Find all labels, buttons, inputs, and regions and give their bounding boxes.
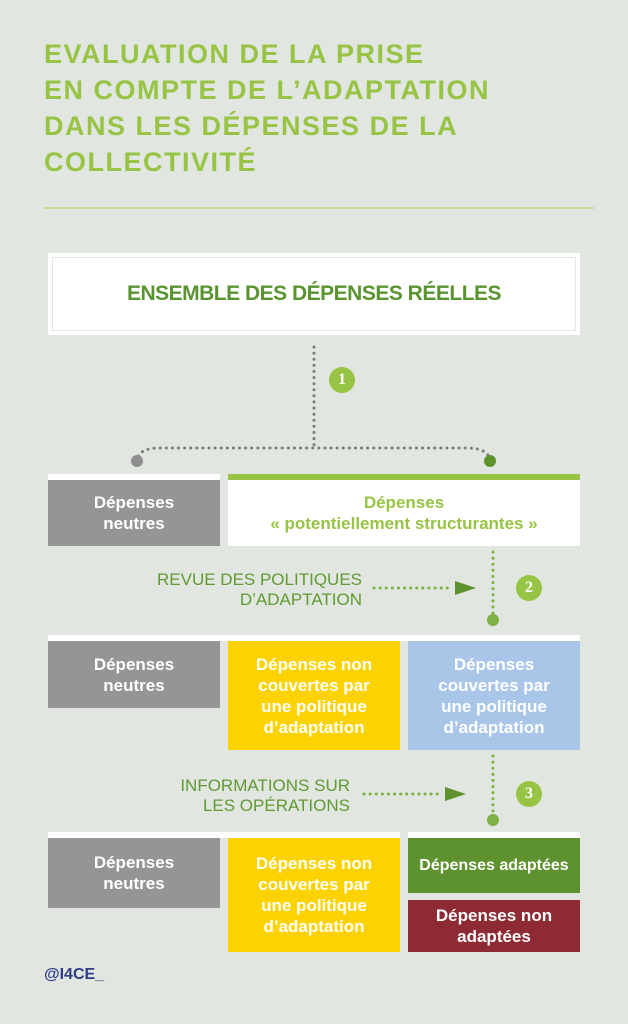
- box-text: Dépenses: [453, 654, 535, 674]
- arrow-head-2: [455, 581, 476, 595]
- box-text: neutres: [103, 675, 165, 695]
- title-line: EVALUATION DE LA PRISE: [44, 39, 425, 69]
- step-number-2: 2: [516, 575, 542, 601]
- box-text: Dépenses non: [255, 854, 373, 873]
- row1-structuring-bar: [228, 474, 580, 480]
- box-text: Dépenses: [363, 493, 445, 512]
- twitter-handle: @I4CE_: [44, 966, 105, 983]
- box-text: d’adaptation: [443, 717, 545, 737]
- row3-not-adapted-expenses: Dépenses non adaptées: [408, 900, 580, 952]
- row1-structuring-expenses: Dépenses « potentiellement structurantes…: [228, 480, 580, 546]
- box-text: couvertes par: [258, 675, 370, 695]
- row1-neutral-expenses: Dépenses neutres: [48, 480, 220, 546]
- box-text: Dépenses: [93, 853, 175, 872]
- box-text: Dépenses non: [435, 906, 553, 925]
- connector-branch: [135, 446, 492, 470]
- row3-not-covered-expenses: Dépenses non couvertes par une politique…: [228, 838, 400, 952]
- box-text: une politique: [261, 896, 367, 915]
- box-text: une politique: [261, 696, 367, 716]
- box-text: Dépenses: [93, 493, 175, 512]
- row2-strip: [48, 635, 580, 641]
- box-text: Dépenses adaptées: [419, 857, 569, 874]
- box-text: d’adaptation: [263, 717, 365, 737]
- row3-neutral-expenses: Dépenses neutres: [48, 838, 220, 908]
- step-number-3: 3: [516, 781, 542, 807]
- box-text: adaptées: [457, 927, 531, 946]
- step-label-line: INFORMATIONS SUR: [180, 776, 350, 795]
- step-dot-3: [487, 814, 499, 826]
- infographic-title: EVALUATION DE LA PRISE EN COMPTE DE L’AD…: [44, 36, 604, 180]
- step-label-line: LES OPÉRATIONS: [202, 796, 350, 815]
- branch-dot-structuring: [484, 455, 496, 467]
- row2-neutral-expenses: Dépenses neutres: [48, 641, 220, 708]
- row3-strip-left: [48, 832, 400, 838]
- row2-covered-expenses: Dépenses couvertes par une politique d’a…: [408, 641, 580, 750]
- box-text: couvertes par: [258, 875, 370, 894]
- total-expenses-label: ENSEMBLE DES DÉPENSES RÉELLES: [52, 257, 576, 331]
- row3-adapted-expenses: Dépenses adaptées: [408, 838, 580, 893]
- title-divider: [44, 207, 594, 209]
- title-line: EN COMPTE DE L’ADAPTATION: [44, 75, 491, 105]
- title-line: COLLECTIVITÉ: [44, 147, 257, 177]
- box-text: neutres: [103, 874, 165, 893]
- box-text: « potentiellement structurantes »: [270, 514, 538, 533]
- row1-neutral-strip: [48, 474, 220, 480]
- step-dot-2: [487, 614, 499, 626]
- box-text: neutres: [103, 514, 165, 533]
- step-3-label: INFORMATIONS SUR LES OPÉRATIONS: [180, 776, 350, 816]
- total-expenses-box: ENSEMBLE DES DÉPENSES RÉELLES: [48, 253, 580, 335]
- step-number-1: 1: [329, 367, 355, 393]
- arrow-head-3: [445, 787, 466, 801]
- box-text: Dépenses: [93, 654, 175, 674]
- box-text: une politique: [441, 696, 547, 716]
- title-line: DANS LES DÉPENSES DE LA: [44, 111, 459, 141]
- row2-not-covered-expenses: Dépenses non couvertes par une politique…: [228, 641, 400, 750]
- step-label-line: REVUE DES POLITIQUES: [157, 570, 362, 589]
- branch-dot-neutral: [131, 455, 143, 467]
- box-text: Dépenses non: [255, 654, 373, 674]
- step-label-line: D’ADAPTATION: [239, 590, 362, 609]
- box-text: couvertes par: [438, 675, 550, 695]
- box-text: d’adaptation: [263, 917, 365, 936]
- row3-strip-right: [408, 832, 580, 838]
- step-2-label: REVUE DES POLITIQUES D’ADAPTATION: [157, 570, 362, 610]
